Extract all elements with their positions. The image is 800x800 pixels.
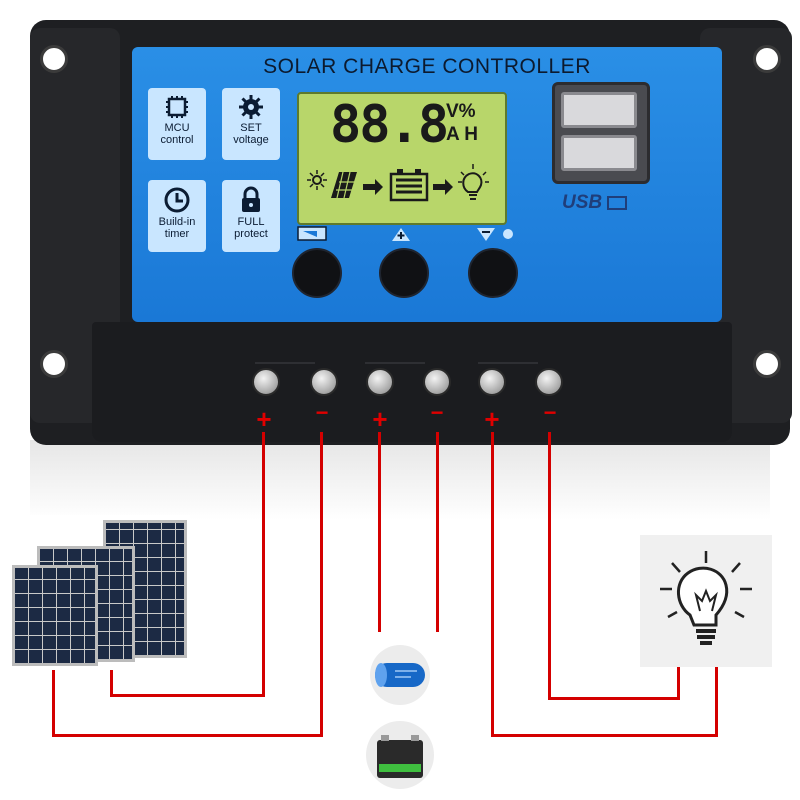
wire-battery-positive (378, 432, 381, 632)
wire-solar-negative (52, 734, 323, 737)
wire-solar-negative (52, 660, 55, 737)
light-bulb-icon (660, 551, 752, 645)
feature-mcu-control: MCU control (148, 88, 206, 160)
lcd-arrow-icon (363, 179, 383, 195)
feature-line1: SET (240, 122, 262, 134)
lithium-battery-icon (370, 645, 430, 705)
lcd-bulb-icon (458, 164, 489, 200)
polarity-sign: + (484, 404, 500, 434)
wire-load-negative (677, 665, 680, 700)
wire-load-positive (491, 432, 494, 737)
lcd-battery-icon (389, 169, 429, 202)
terminal-screw-load-negative[interactable] (535, 368, 563, 396)
down-arrow-icon (477, 228, 513, 241)
lcd-arrow-icon (433, 179, 453, 195)
lcd-display (297, 92, 507, 225)
terminal-screw-battery-positive[interactable] (366, 368, 394, 396)
lock-icon (242, 186, 260, 212)
feature-line1: MCU (164, 122, 190, 134)
clock-icon (164, 187, 190, 213)
up-button[interactable] (379, 248, 429, 298)
solar-panel-icon (255, 340, 315, 364)
terminal-screw-solar-positive[interactable] (252, 368, 280, 396)
polarity-sign: − (543, 400, 557, 425)
terminal-screw-battery-negative[interactable] (423, 368, 451, 396)
usb-port[interactable] (561, 135, 637, 171)
usb-port[interactable] (561, 92, 637, 128)
solar-panel-icon (12, 565, 98, 666)
menu-icon (297, 226, 327, 241)
feature-line2: protect (234, 228, 268, 240)
usb-label-text: USB (562, 192, 603, 213)
mount-hole (753, 45, 781, 73)
terminal-screw-solar-negative[interactable] (310, 368, 338, 396)
lcd-digits: 88.8 (330, 95, 449, 155)
wire-load-negative (548, 432, 551, 700)
usb-battery-icon (607, 195, 628, 210)
down-button[interactable] (468, 248, 518, 298)
wire-solar-positive (110, 694, 265, 697)
feature-line1: FULL (237, 216, 265, 228)
mount-hole (753, 350, 781, 378)
feature-line1: Build-in (158, 216, 196, 228)
feature-line2: timer (164, 228, 190, 240)
controller-title: SOLAR CHARGE CONTROLLER (263, 55, 591, 78)
wire-solar-negative (320, 432, 323, 737)
lcd-unit-top: V% (446, 101, 476, 122)
feature-line2: control (160, 134, 194, 146)
lcd-sun-icon (307, 170, 327, 190)
menu-button[interactable] (292, 248, 342, 298)
bulb-icon (478, 340, 538, 364)
wire-load-positive (715, 665, 718, 737)
feature-set-voltage: SET voltage (222, 88, 280, 160)
usb-label: USB (562, 192, 628, 214)
battery-icon (365, 340, 425, 364)
lead-acid-battery-icon (366, 721, 434, 789)
wire-solar-positive (110, 660, 113, 697)
chip-icon (166, 96, 188, 118)
up-arrow-icon (392, 228, 410, 241)
polarity-sign: − (315, 400, 329, 425)
wire-battery-negative (436, 432, 439, 632)
mount-hole (40, 350, 68, 378)
wire-load-negative (548, 697, 680, 700)
gear-icon (239, 95, 263, 119)
terminal-block (92, 322, 732, 442)
feature-line2: voltage (233, 134, 269, 146)
wire-solar-positive (262, 432, 265, 697)
controller-reflection (30, 440, 770, 520)
terminal-screw-load-positive[interactable] (478, 368, 506, 396)
mount-hole (40, 45, 68, 73)
lcd-unit-bottom: A H (446, 124, 479, 145)
wire-load-positive (491, 734, 718, 737)
polarity-sign: + (372, 404, 388, 434)
lcd-solar-panel-icon (331, 171, 357, 199)
feature-full-protect: FULL protect (222, 180, 280, 252)
feature-build-in-timer: Build-in timer (148, 180, 206, 252)
lcd-units: V% A H (446, 100, 478, 146)
lcd-flow-diagram (307, 164, 489, 202)
polarity-sign: + (256, 404, 272, 434)
polarity-sign: − (430, 400, 444, 425)
